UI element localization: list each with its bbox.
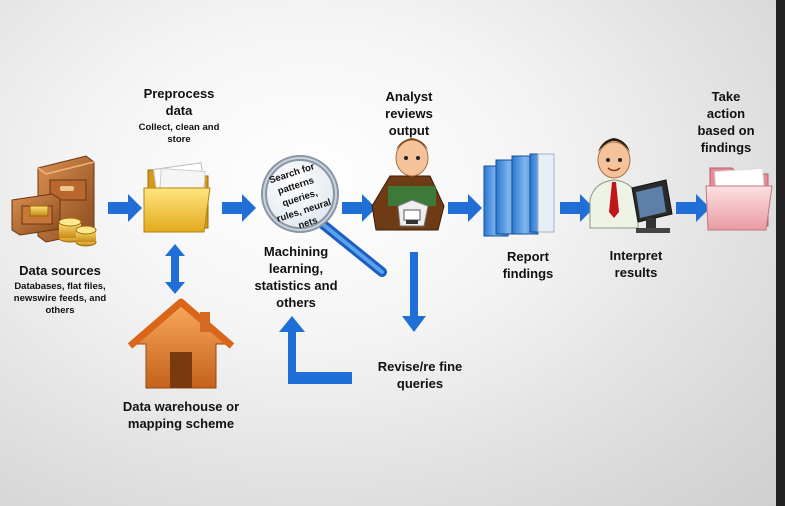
coins-icon (29, 205, 97, 247)
arrow-preprocess-warehouse (165, 244, 185, 294)
arrow-revise-to-mining (279, 316, 352, 384)
books-icon (483, 153, 555, 237)
arrow-analyst-to-revise (402, 252, 426, 332)
revise-title: Revise/re fine queries (377, 359, 463, 391)
window-edge (776, 0, 785, 506)
folder-icon (143, 162, 211, 233)
arrow-analyst-to-report (448, 194, 482, 222)
interpret-title: Interpret results (609, 248, 663, 280)
warehouse-title: Data warehouse or mapping scheme (122, 399, 240, 431)
house-icon (127, 298, 235, 389)
preprocess-title: Preprocess data (143, 86, 215, 118)
arrow-preprocess-to-mining (222, 194, 256, 222)
preprocess-detail: Collect, clean and store (138, 122, 220, 145)
data-sources-title: Data sources (19, 263, 101, 278)
arrow-interpret-to-action (676, 194, 710, 222)
pink-folder-icon (705, 167, 773, 231)
report-title: Report findings (502, 249, 554, 281)
action-title: Take action based on findings (697, 89, 755, 155)
computer-user-icon (589, 138, 673, 233)
data-sources-detail: Databases, flat files, newswire feeds, a… (13, 281, 107, 316)
arrow-sources-to-preprocess (108, 194, 142, 222)
flow-arrows (108, 194, 710, 384)
mining-caption: Machining learning, statistics and other… (254, 244, 338, 310)
arrow-mining-to-analyst (342, 194, 376, 222)
magnifier-icon (261, 155, 387, 277)
analyst-icon (371, 138, 445, 231)
analyst-title: Analyst reviews output (385, 89, 433, 138)
arrow-report-to-interpret (560, 194, 594, 222)
